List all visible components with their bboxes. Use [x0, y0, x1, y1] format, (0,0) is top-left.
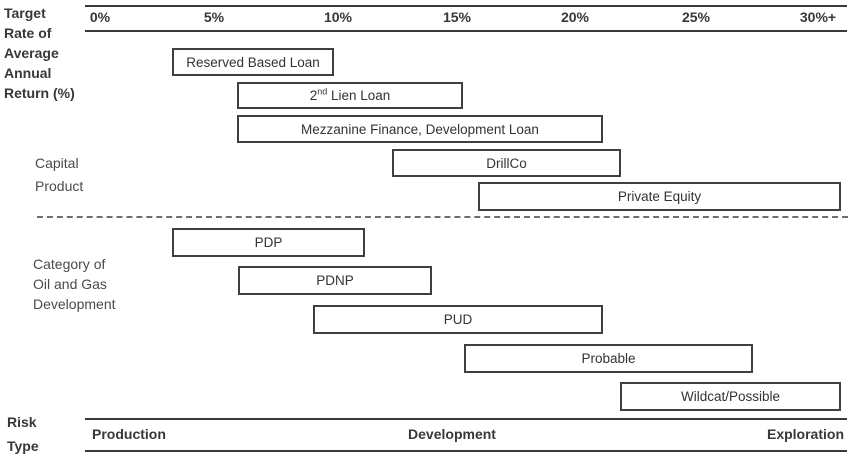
- axis-rule-bottom: [85, 30, 847, 32]
- bar-wildcat-possible-label: Wildcat/Possible: [680, 389, 781, 404]
- axis-rule-top: [85, 5, 847, 7]
- axis-tick-20: 20%: [560, 9, 590, 25]
- axis-tick-30plus: 30%+: [799, 9, 837, 25]
- bar-pud-label: PUD: [443, 312, 473, 327]
- bar-pdp-label: PDP: [254, 235, 283, 250]
- bar-private-equity: Private Equity: [478, 182, 841, 211]
- axis-tick-5: 5%: [203, 9, 225, 25]
- axis-tick-25: 25%: [681, 9, 711, 25]
- bar-probable: Probable: [464, 344, 753, 373]
- axis-tick-0: 0%: [89, 9, 111, 25]
- bar-reserved-based-loan-label: Reserved Based Loan: [186, 54, 320, 70]
- risk-type-section-label: Risk Type: [7, 414, 39, 454]
- axis-tick-10: 10%: [323, 9, 353, 25]
- risk-rule-top: [85, 418, 847, 420]
- second-lien-superscript: nd: [317, 86, 328, 97]
- bar-mezzanine-finance-development-loan: Mezzanine Finance, Development Loan: [237, 115, 603, 143]
- capital-product-section-label: Capital Product: [35, 155, 84, 194]
- bar-pdnp: PDNP: [238, 266, 432, 295]
- risk-zone-production: Production: [92, 426, 166, 442]
- bar-probable-label: Probable: [581, 351, 636, 366]
- bar-drillco-label: DrillCo: [486, 155, 527, 171]
- risk-rule-bottom: [85, 450, 847, 452]
- bar-pdp: PDP: [172, 228, 365, 257]
- bar-drillco: DrillCo: [392, 149, 621, 177]
- bar-reserved-based-loan: Reserved Based Loan: [172, 48, 334, 76]
- bar-pdnp-label: PDNP: [316, 273, 354, 288]
- risk-zone-development: Development: [408, 426, 496, 442]
- bar-second-lien-loan: 2nd Lien Loan: [237, 82, 463, 109]
- risk-zone-exploration: Exploration: [766, 426, 844, 442]
- bar-mezzanine-label: Mezzanine Finance, Development Loan: [301, 121, 539, 137]
- category-section-label: Category of Oil and Gas Development: [33, 256, 116, 312]
- section-dashed-divider: [37, 216, 848, 218]
- bar-second-lien-loan-label: 2nd Lien Loan: [309, 86, 391, 103]
- axis-title: Target Rate of Average Annual Return (%): [4, 5, 75, 101]
- bar-private-equity-label: Private Equity: [617, 189, 702, 204]
- bar-wildcat-possible: Wildcat/Possible: [620, 382, 841, 411]
- axis-tick-15: 15%: [442, 9, 472, 25]
- bar-pud: PUD: [313, 305, 603, 334]
